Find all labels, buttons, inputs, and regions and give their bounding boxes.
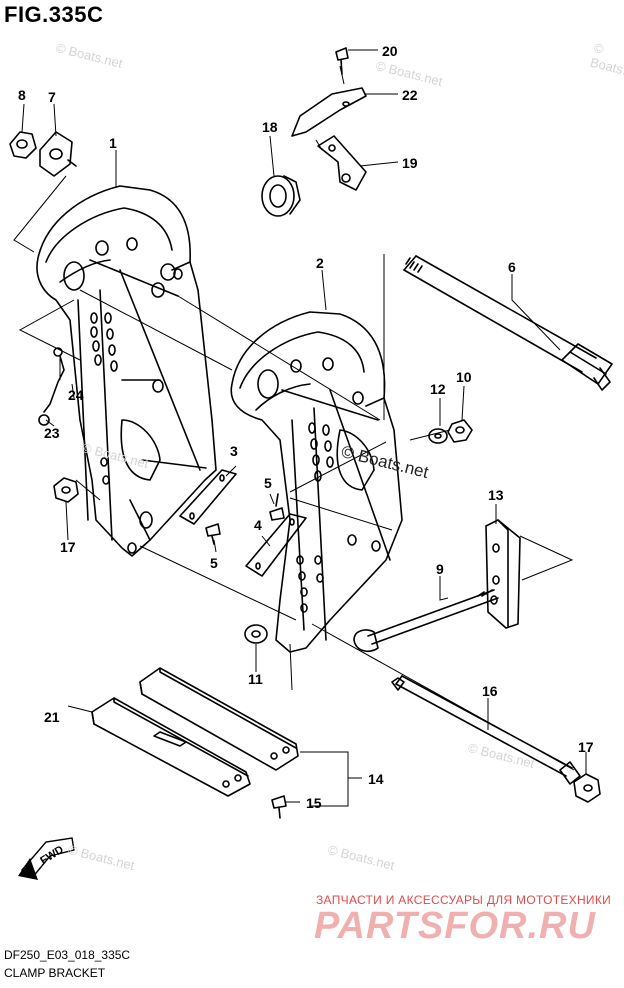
part-19-bracket: [317, 135, 367, 191]
part-11-washer: [244, 624, 268, 644]
part-3-plate: [179, 469, 237, 525]
part-5-bolt-lower: [205, 523, 221, 545]
part-17-nut-left: [53, 477, 79, 503]
fwd-arrow-icon: FWD: [18, 837, 75, 880]
callout-10: 10: [456, 369, 472, 385]
figure-name: CLAMP BRACKET: [4, 966, 106, 980]
part-23-24-ground-wire: [38, 347, 65, 426]
part-22-bracket: [291, 87, 367, 137]
figure-title: FIG.335C: [4, 2, 104, 27]
part-6-tilt-tube: [403, 255, 613, 391]
callout-2: 2: [316, 255, 324, 271]
callout-6: 6: [508, 259, 516, 275]
part-12-washer: [428, 428, 448, 444]
callout-12: 12: [430, 381, 446, 397]
part-4-plate: [245, 513, 307, 577]
callout-14: 14: [368, 771, 384, 787]
part-21-spacer-plates: [91, 667, 299, 797]
part-5-bolt-upper: [269, 493, 285, 521]
part-18-grommet: [261, 175, 301, 217]
part-1-left-clamp-bracket: [36, 185, 217, 557]
callout-1: 1: [109, 135, 117, 151]
callout-3: 3: [230, 443, 238, 459]
callout-20: 20: [382, 43, 398, 59]
callout-9: 9: [436, 561, 444, 577]
callout-numbers: 1 2 3 4 5 5 6 7 8 9 10 11 12 13 14 15 16…: [18, 43, 594, 811]
assembly-guide-lines: [13, 65, 575, 771]
seller-logo: PARTSFOR.RU: [314, 905, 596, 947]
callout-21: 21: [44, 709, 60, 725]
part-13-plate: [485, 519, 521, 629]
part-20-bolt: [335, 47, 349, 75]
callout-16: 16: [482, 683, 498, 699]
part-9-bolt: [353, 589, 499, 653]
part-15-bolt: [271, 795, 287, 819]
callout-18: 18: [262, 119, 278, 135]
callout-8: 8: [18, 87, 26, 103]
callout-22: 22: [402, 87, 418, 103]
callout-23: 23: [44, 425, 60, 441]
callout-5-upper: 5: [264, 475, 272, 491]
callout-15: 15: [306, 795, 322, 811]
callout-11: 11: [248, 671, 263, 687]
callout-7: 7: [48, 89, 56, 105]
callout-4: 4: [254, 517, 262, 533]
callout-19: 19: [402, 155, 418, 171]
seller-tagline: ЗАПЧАСТИ И АКСЕССУАРЫ ДЛЯ МОТОТЕХНИКИ: [316, 893, 612, 907]
figure-model-code: DF250_E03_018_335C: [4, 948, 131, 962]
part-7-plate: [39, 131, 77, 177]
callout-17-right: 17: [578, 739, 594, 755]
callout-24: 24: [68, 387, 84, 403]
callout-5-lower: 5: [210, 555, 218, 571]
part-10-nut: [447, 419, 473, 443]
part-8-nut: [9, 131, 37, 159]
callout-13: 13: [488, 487, 504, 503]
callout-17-left: 17: [60, 539, 76, 555]
leader-lines: [21, 49, 587, 807]
